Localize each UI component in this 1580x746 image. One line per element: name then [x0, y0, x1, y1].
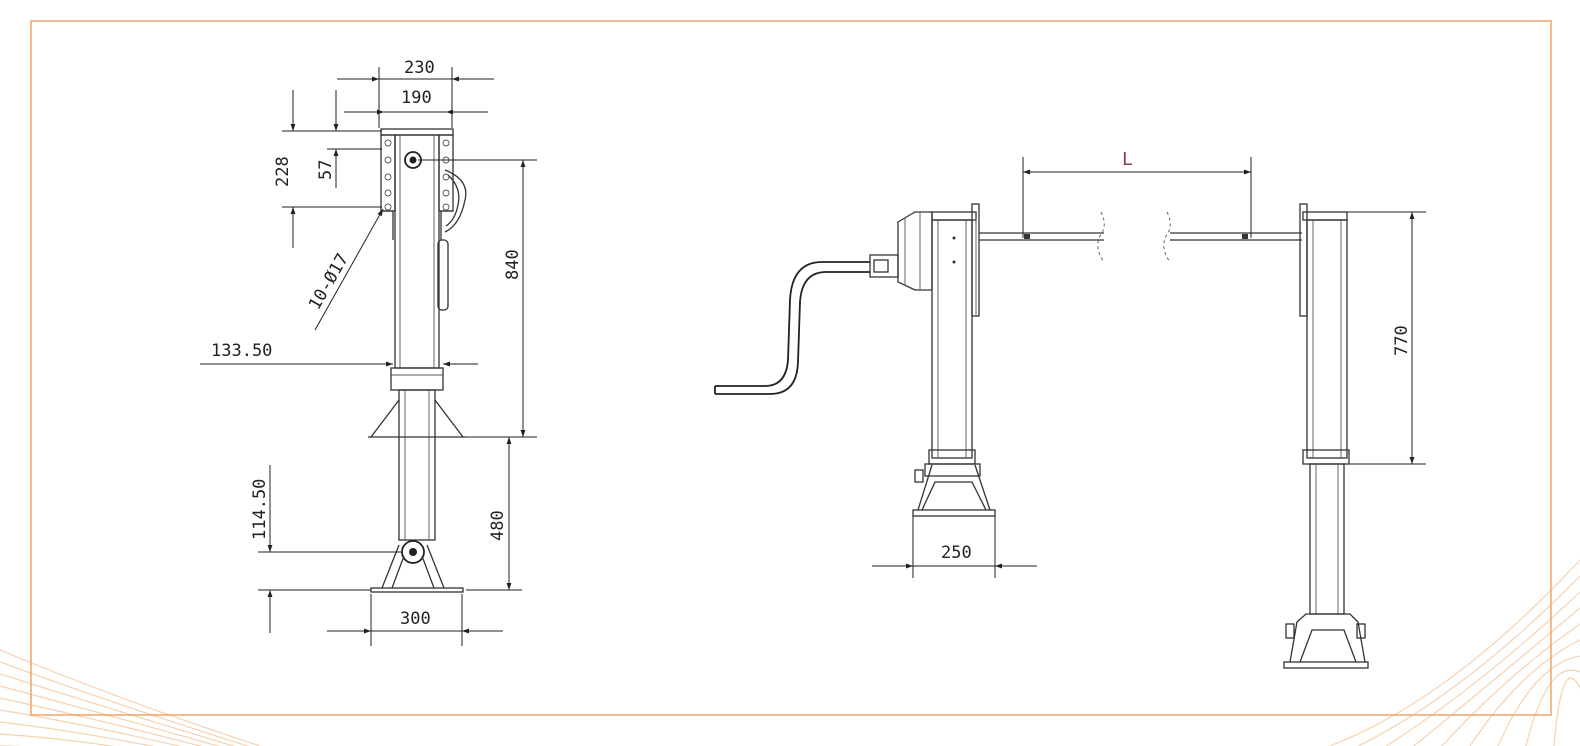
stripe-line [1385, 591, 1580, 746]
dim-480-label: 480 [488, 510, 508, 541]
dim-250-label: 250 [941, 543, 972, 563]
dim-133-50-label: 133.50 [211, 341, 272, 361]
bolt-holes-label: 10-Ø17 [305, 250, 353, 313]
dim-114-50-label: 114.50 [250, 479, 270, 540]
stripe-line [1469, 639, 1580, 746]
dim-228-label: 228 [273, 156, 293, 187]
side-view: L 250 770 [714, 149, 1426, 669]
stripe-line [1413, 607, 1580, 746]
corner-stripes-decoration [0, 559, 1580, 746]
dim-840-label: 840 [503, 249, 523, 280]
stripe-line [1525, 669, 1580, 746]
dim-300-label: 300 [400, 609, 431, 629]
drawing-frame [30, 20, 1552, 716]
dim-190-label: 190 [401, 88, 432, 108]
stripe-line [1553, 677, 1580, 746]
stripe-line [1441, 623, 1580, 746]
dim-L-label: L [1122, 149, 1133, 170]
front-view: 230 190 228 57 10-Ø17 840 133.50 480 [200, 58, 537, 646]
dim-230-label: 230 [404, 58, 435, 78]
stripe-line [0, 733, 116, 746]
dim-57-label: 57 [316, 160, 336, 180]
dim-770-label: 770 [1392, 325, 1412, 356]
stripe-line [1329, 559, 1580, 746]
stripe-line [0, 649, 261, 746]
stripe-line [1497, 655, 1580, 746]
stripe-line [0, 721, 155, 746]
